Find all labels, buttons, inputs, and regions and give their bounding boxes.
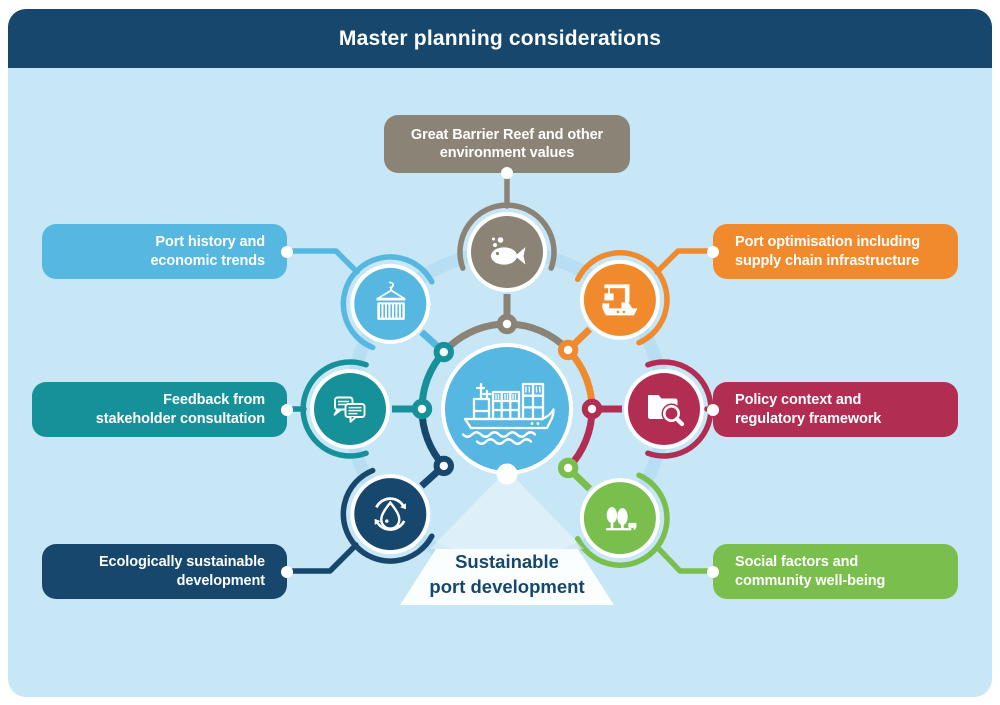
node-label: Feedback from stakeholder consultation bbox=[95, 392, 265, 427]
page-title: Master planning considerations bbox=[338, 26, 662, 50]
social-connector bbox=[655, 545, 717, 574]
reef-outer-arc bbox=[457, 202, 557, 271]
history-outer-arc bbox=[340, 254, 435, 351]
junction-dot-feedback bbox=[411, 398, 433, 420]
node-box-ecological: Ecologically sustainable development bbox=[42, 544, 293, 599]
header-bar: Master planning considerations bbox=[8, 9, 992, 68]
social-outer-arc bbox=[574, 472, 670, 568]
node-box-social: Social factors and community well-being bbox=[707, 544, 958, 599]
node-label: Port optimisation including supply chain… bbox=[735, 234, 920, 269]
connector-dot bbox=[281, 403, 293, 416]
optimisation-icon-circle bbox=[583, 263, 656, 336]
optimisation-connector bbox=[654, 248, 717, 275]
node-box-feedback: Feedback from stakeholder consultation bbox=[32, 382, 293, 437]
feedback-outer-arc bbox=[300, 359, 369, 459]
ecological-outer-arc bbox=[340, 467, 435, 564]
junction-dot-ecological bbox=[433, 455, 454, 477]
connector-dot bbox=[707, 565, 719, 578]
center-label-plinth bbox=[400, 549, 614, 605]
node-label: Great Barrier Reef and other environment… bbox=[410, 126, 604, 161]
node-label: Social factors and community well-being bbox=[735, 554, 886, 589]
trees-icon bbox=[605, 507, 637, 531]
fish-icon bbox=[491, 237, 526, 265]
junction-dot-optimisation bbox=[557, 339, 579, 361]
optimisation-outer-arc bbox=[574, 250, 670, 346]
junction-dot-reef bbox=[496, 313, 518, 335]
cargo-ship-icon bbox=[461, 382, 555, 445]
node-box-policy: Policy context and regulatory framework bbox=[707, 382, 958, 437]
connector-dot bbox=[707, 245, 719, 258]
connector-dot bbox=[281, 565, 293, 578]
center-label-text: Sustainable port development bbox=[429, 551, 585, 597]
node-label: Port history and economic trends bbox=[150, 234, 265, 269]
junction-dot-feedback bbox=[433, 341, 454, 363]
ecological-icon-circle bbox=[354, 478, 427, 551]
node-box-history: Port history and economic trends bbox=[42, 224, 293, 279]
history-connector bbox=[283, 248, 360, 275]
junction-dot-social bbox=[557, 457, 579, 479]
beam-origin-dot bbox=[496, 463, 518, 485]
folder-search-icon bbox=[648, 395, 687, 429]
node-label: Policy context and regulatory framework bbox=[735, 392, 882, 427]
port-crane-icon bbox=[602, 284, 638, 316]
node-box-optimisation: Port optimisation including supply chain… bbox=[707, 224, 958, 279]
node-label: Ecologically sustainable development bbox=[98, 554, 265, 589]
water-recycle-icon bbox=[374, 497, 406, 531]
node-box-reef: Great Barrier Reef and other environment… bbox=[384, 115, 630, 179]
connector-dot bbox=[501, 167, 513, 179]
container-icon bbox=[376, 281, 406, 320]
speech-bubbles-icon bbox=[333, 396, 366, 423]
ecological-connector bbox=[283, 542, 359, 574]
connector-dot bbox=[281, 245, 293, 258]
connector-dot bbox=[707, 403, 719, 416]
junction-dot-policy bbox=[581, 398, 603, 420]
light-beam bbox=[430, 476, 584, 549]
center-label: Sustainable port development bbox=[400, 547, 614, 603]
